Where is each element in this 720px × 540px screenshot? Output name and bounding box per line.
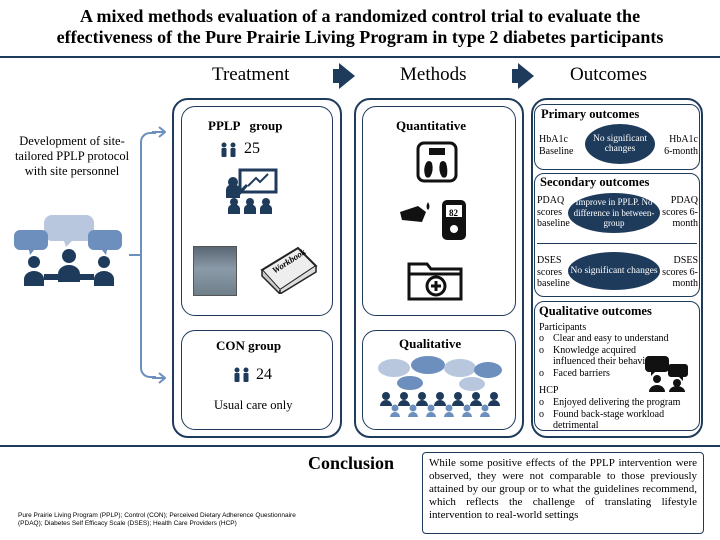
qualitative-box — [362, 330, 516, 430]
arrow-methods-outcomes — [512, 63, 534, 89]
conclusion-label: Conclusion — [308, 453, 395, 473]
conclusion-text: While some positive effects of the PPLP … — [422, 452, 704, 534]
secondary-divider — [537, 243, 697, 244]
footnote: Pure Prairie Living Program (PPLP); Cont… — [18, 512, 296, 527]
outcomes-header: Outcomes — [570, 64, 648, 85]
con-group-box — [181, 330, 333, 430]
pplp-title: PPLP group — [208, 118, 283, 133]
primary-left-label: HbA1c Baseline — [539, 134, 574, 157]
arrow-treatment-methods — [333, 63, 355, 89]
discussion-group-icon — [378, 356, 502, 417]
presentation-icon — [226, 168, 278, 214]
team-meeting-icon — [14, 215, 122, 286]
qualitative-title: Qualitative — [399, 336, 462, 351]
medical-folder-icon — [407, 262, 463, 301]
arrow-to-pplp-icon — [152, 126, 166, 138]
bottom-rule — [0, 445, 720, 447]
treatment-panel — [172, 98, 342, 438]
pdaq-left-label: PDAQ scores baseline — [537, 195, 570, 229]
qualitative-outcomes-title: Qualitative outcomes — [539, 304, 652, 318]
primary-right-label: HbA1c 6-month — [664, 134, 698, 157]
hcp-label: HCP — [539, 385, 559, 396]
outcomes-panel — [531, 98, 703, 438]
workbook-icon — [260, 246, 318, 294]
scale-icon — [416, 141, 458, 183]
people-icon — [221, 142, 236, 157]
pdaq-result-oval: Improve in PPLP. No difference in betwee… — [568, 193, 660, 233]
arrow-to-con-icon — [152, 372, 166, 384]
title-rule — [0, 56, 720, 58]
quantitative-title: Quantitative — [396, 118, 467, 133]
con-title: CON group — [216, 338, 282, 353]
people-icon-con — [234, 367, 249, 382]
pdaq-right-label: PDAQ scores 6-month — [662, 195, 698, 229]
bracket-stem — [129, 254, 141, 256]
primary-title: Primary outcomes — [541, 107, 640, 121]
poster-title: A mixed methods evaluation of a randomiz… — [0, 6, 720, 48]
development-text: Development of site-tailored PPLP protoc… — [14, 134, 130, 178]
con-description: Usual care only — [214, 398, 293, 412]
primary-result-oval: No significant changes — [585, 124, 655, 164]
conversation-icon — [645, 356, 688, 392]
title-line-2: effectiveness of the Pure Prairie Living… — [56, 27, 664, 47]
dses-right-label: DSES scores 6-month — [662, 255, 698, 289]
methods-panel — [354, 98, 524, 438]
program-book-image — [193, 246, 237, 296]
pplp-count: 25 — [244, 140, 260, 157]
participants-label: Participants — [539, 322, 587, 333]
treatment-header: Treatment — [212, 64, 290, 85]
glucose-meter-icon — [400, 200, 466, 240]
secondary-title: Secondary outcomes — [540, 175, 650, 189]
dses-left-label: DSES scores baseline — [537, 255, 570, 289]
dses-result-oval: No significant changes — [568, 252, 660, 290]
methods-header: Methods — [400, 64, 467, 85]
con-count: 24 — [256, 366, 272, 383]
title-line-1: A mixed methods evaluation of a randomiz… — [79, 6, 641, 26]
meter-reading: 82 — [449, 208, 458, 218]
branch-bracket — [140, 132, 156, 378]
